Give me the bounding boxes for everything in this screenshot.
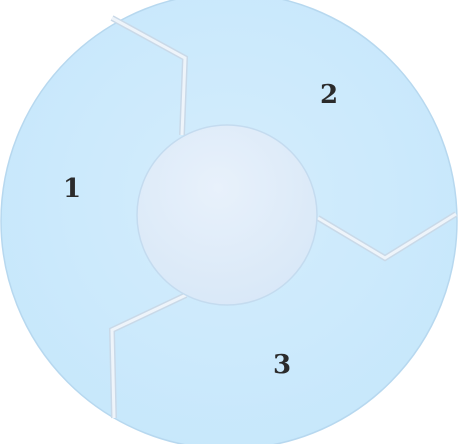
segment-label-1: 1 [63, 174, 81, 204]
segment-dividers [108, 15, 458, 419]
segment-label-2: 2 [320, 80, 338, 110]
center-hub [136, 124, 318, 306]
segment-label-3: 3 [273, 350, 291, 380]
